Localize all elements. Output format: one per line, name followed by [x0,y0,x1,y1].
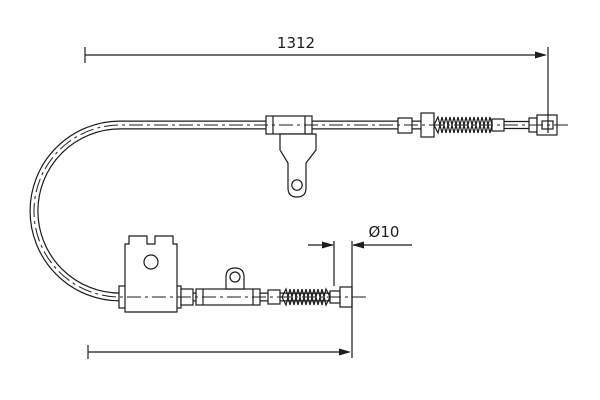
arrowhead-right [535,51,547,59]
eyelet-hole [229,271,241,283]
cable-end-rod-right [504,120,529,130]
bracket-hole [291,179,303,191]
overall-length-label: 1312 [277,34,315,52]
adjuster-eyelet [225,267,245,290]
diameter-dimension: Ø10 [308,223,412,358]
bottom-dimension [87,345,351,359]
lower-mounting-bracket [118,235,182,313]
upper-mounting-bracket [279,133,317,198]
bracket-hole [143,254,159,270]
diameter-label: Ø10 [369,223,400,241]
centerline [33,124,568,298]
upper-spring-boot [433,115,505,135]
arrowhead-inward-left [322,241,334,249]
top-dimension: 1312 [84,34,549,133]
lower-spring-boot [281,287,331,307]
arrowhead-inward-right [352,241,364,249]
arrowhead-right [339,348,351,356]
